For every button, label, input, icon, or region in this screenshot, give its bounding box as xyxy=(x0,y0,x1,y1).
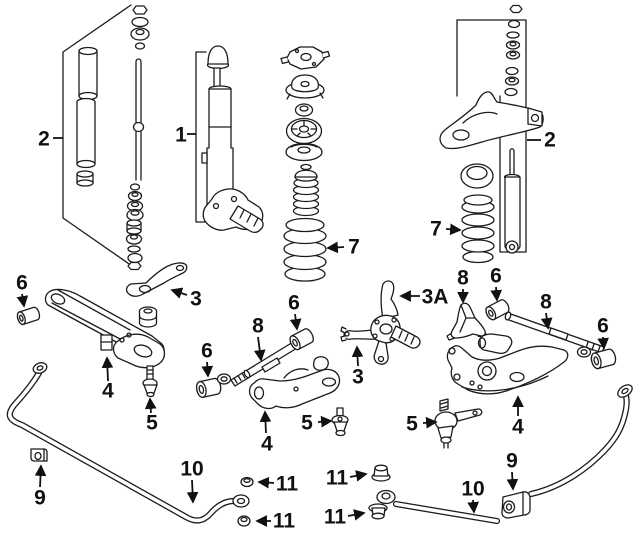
lower-control-arm-left-drawing xyxy=(44,288,166,369)
part-label-6: 6 xyxy=(597,315,609,338)
callout-leader-4 xyxy=(259,410,272,434)
shock-absorber-kit-right-drawing xyxy=(439,4,544,264)
part-label-6: 6 xyxy=(490,265,502,288)
callout-leader-5 xyxy=(144,397,157,414)
part-label-8: 8 xyxy=(252,315,264,338)
coil-spring-center-drawing xyxy=(283,217,327,282)
callout-leader-7 xyxy=(326,241,345,254)
anchor-bracket-right-drawing xyxy=(446,302,487,341)
link-nut-lower-drawing xyxy=(237,515,251,527)
part-label-6: 6 xyxy=(288,292,300,315)
part-label-3: 3 xyxy=(190,288,202,311)
part-label-11: 11 xyxy=(326,467,349,490)
part-label-8: 8 xyxy=(457,267,469,290)
callout-leader-6 xyxy=(201,361,214,378)
rod-bushing-center-drawing xyxy=(289,328,314,351)
lower-control-arm-right-drawing xyxy=(446,333,569,395)
callout-leader-9 xyxy=(34,464,47,488)
part-label-4: 4 xyxy=(512,416,524,439)
callout-leader-9 xyxy=(506,471,519,491)
callout-leader-11 xyxy=(349,470,368,482)
ball-joint-center-drawing xyxy=(331,407,349,437)
part-label-2: 2 xyxy=(38,128,50,151)
part-label-7: 7 xyxy=(430,218,442,241)
part-label-4: 4 xyxy=(261,433,273,456)
ball-stud-left-drawing xyxy=(142,365,158,398)
callout-leader-4 xyxy=(101,356,114,382)
part-label-6: 6 xyxy=(16,272,28,295)
callout-leader-5 xyxy=(422,416,438,429)
part-label-3A: 3A xyxy=(422,286,449,309)
part-label-1: 1 xyxy=(175,124,187,147)
part-label-5: 5 xyxy=(406,413,418,436)
callout-leader-3 xyxy=(351,345,364,367)
callout-leader-5 xyxy=(317,415,333,428)
part-label-6: 6 xyxy=(201,340,213,363)
part-label-5: 5 xyxy=(146,412,158,435)
callout-leader-7 xyxy=(445,223,462,236)
link-nut-upper-drawing xyxy=(240,476,254,488)
stabilizer-bar-left-drawing xyxy=(6,362,250,524)
part-label-5: 5 xyxy=(301,412,313,435)
lower-control-arm-center-drawing xyxy=(248,356,341,410)
stabilizer-bushing-left-drawing xyxy=(30,448,48,462)
stabilizer-bushing-right-drawing xyxy=(501,491,531,519)
callout-leader-8 xyxy=(253,336,266,362)
link-grommet-upper-drawing xyxy=(371,464,391,482)
part-label-7: 7 xyxy=(348,236,360,259)
callout-leader-6 xyxy=(597,336,609,350)
callout-leader-10 xyxy=(186,479,199,504)
shock-absorber-kit-left-drawing xyxy=(62,4,150,271)
steering-knuckle-center-drawing xyxy=(340,280,421,365)
callout-leader-6 xyxy=(16,293,29,308)
callout-leader-11 xyxy=(257,476,275,489)
strut-assembly-drawing xyxy=(195,45,264,234)
part-label-8: 8 xyxy=(540,291,552,314)
strut-rod-bracket-left-drawing xyxy=(125,262,188,297)
stabilizer-bar-right-drawing xyxy=(376,384,633,525)
callout-leader-6 xyxy=(289,313,302,331)
rod-bushing-mid-left-drawing xyxy=(196,377,222,398)
strut-rod-center-drawing xyxy=(216,338,303,387)
rod-bushing-top-left-drawing xyxy=(16,306,41,326)
ball-joint-right-drawing xyxy=(434,398,483,449)
rod-bushing-right-2-drawing xyxy=(590,348,617,370)
part-label-11: 11 xyxy=(324,506,347,529)
part-label-3: 3 xyxy=(352,366,364,389)
callout-leader-6 xyxy=(490,286,503,302)
link-grommet-lower-drawing xyxy=(368,503,388,520)
callout-leader-11 xyxy=(347,509,366,521)
part-label-11: 11 xyxy=(273,510,296,533)
part-label-10: 10 xyxy=(461,478,484,501)
part-label-9: 9 xyxy=(34,487,46,510)
part-label-11: 11 xyxy=(276,473,299,496)
part-label-4: 4 xyxy=(102,380,114,403)
callout-leader-10 xyxy=(467,499,480,514)
callout-leader-3 xyxy=(170,287,188,299)
part-label-9: 9 xyxy=(506,450,518,473)
part-label-10: 10 xyxy=(180,458,203,481)
callout-leader-8 xyxy=(540,312,553,330)
part-label-2: 2 xyxy=(544,129,556,152)
strut-mount-stack-drawing xyxy=(280,46,331,217)
